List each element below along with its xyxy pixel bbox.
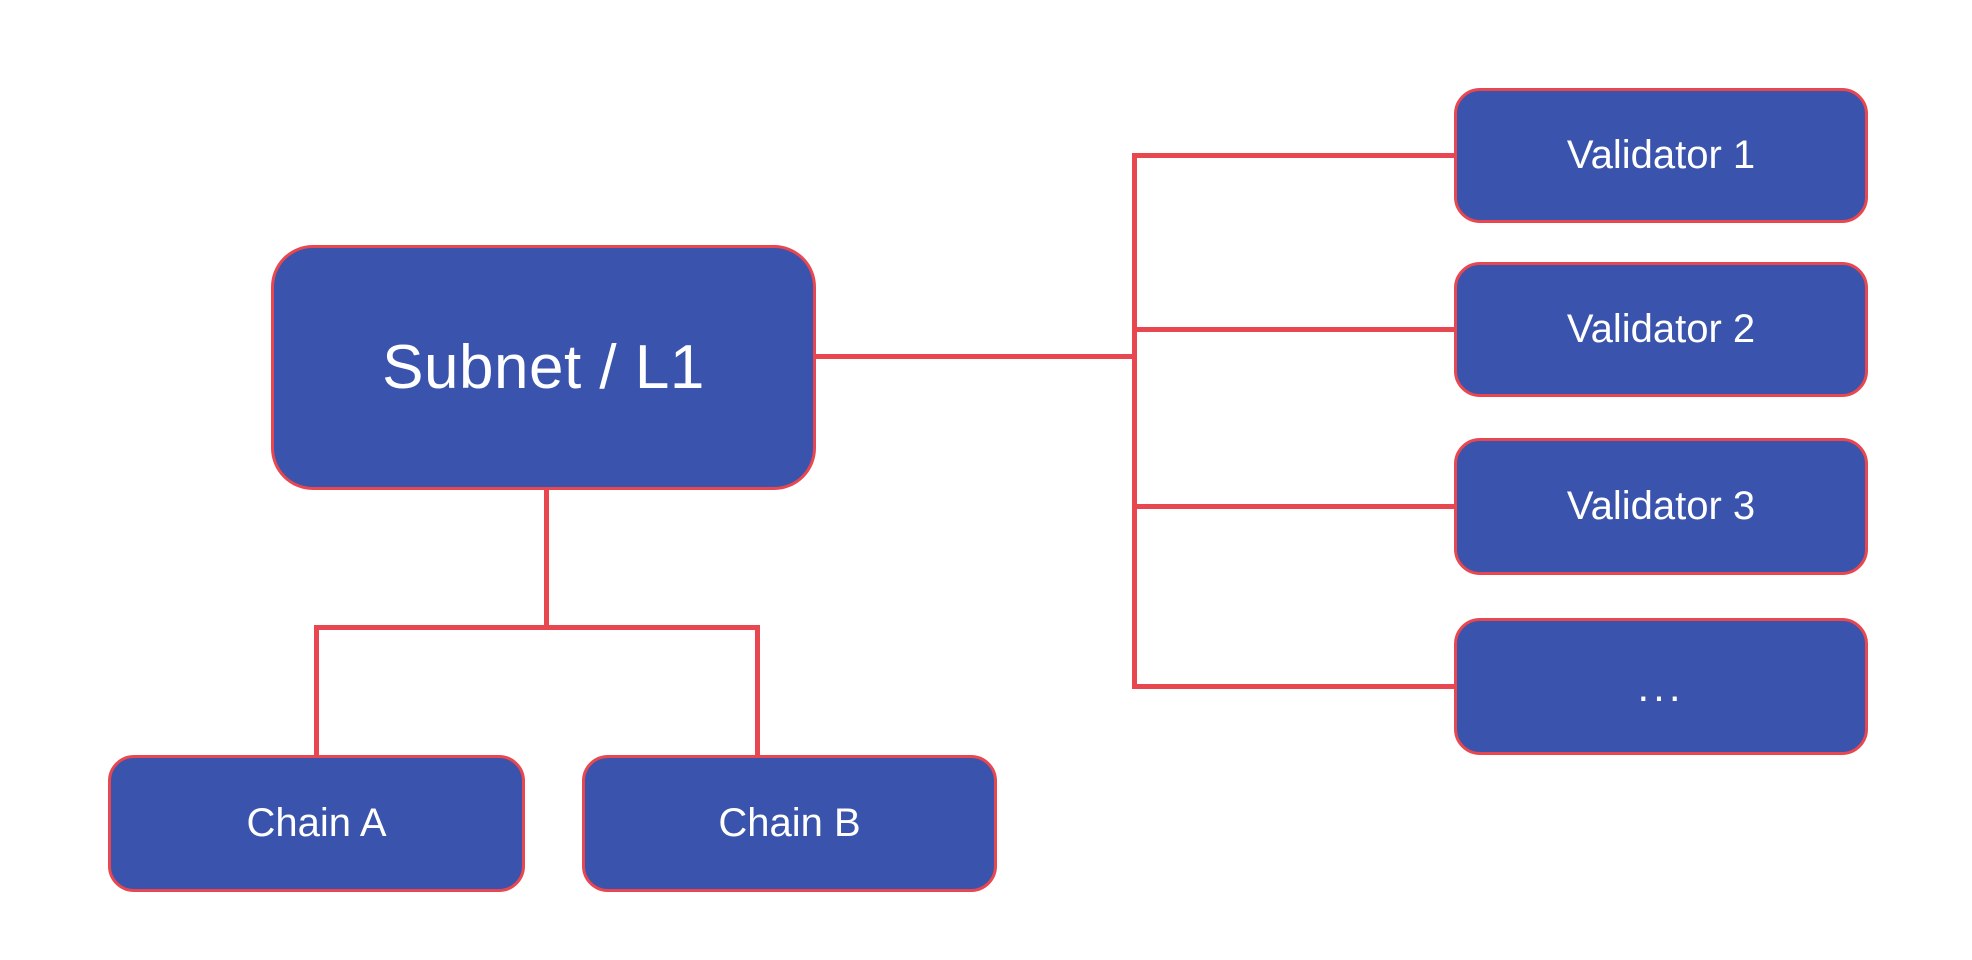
node-chain-a-label: Chain A — [246, 801, 387, 845]
node-chain-a: Chain A — [108, 755, 525, 892]
connector-chains-bar — [314, 625, 760, 630]
connector-subnet-stem — [544, 490, 549, 628]
node-validator-1: Validator 1 — [1454, 88, 1868, 223]
connector-branch-validator-1 — [1132, 153, 1454, 158]
node-validator-2: Validator 2 — [1454, 262, 1868, 397]
connector-branch-validator-3 — [1132, 504, 1454, 509]
node-validator-3-label: Validator 3 — [1566, 484, 1756, 528]
node-validators-more-label: ... — [1637, 662, 1685, 710]
connector-validator-trunk — [1132, 153, 1137, 689]
connector-subnet-to-trunk — [813, 354, 1135, 359]
connector-branch-validator-2 — [1132, 327, 1454, 332]
connector-drop-chain-b — [755, 625, 760, 755]
node-validator-3: Validator 3 — [1454, 438, 1868, 575]
connector-branch-validators-more — [1132, 684, 1454, 689]
node-validator-1-label: Validator 1 — [1566, 133, 1756, 177]
node-validators-more: ... — [1454, 618, 1868, 755]
node-subnet-l1-label: Subnet / L1 — [382, 333, 705, 402]
node-chain-b-label: Chain B — [718, 801, 861, 845]
node-validator-2-label: Validator 2 — [1566, 307, 1756, 351]
node-chain-b: Chain B — [582, 755, 997, 892]
connector-drop-chain-a — [314, 625, 319, 755]
node-subnet-l1: Subnet / L1 — [271, 245, 816, 490]
